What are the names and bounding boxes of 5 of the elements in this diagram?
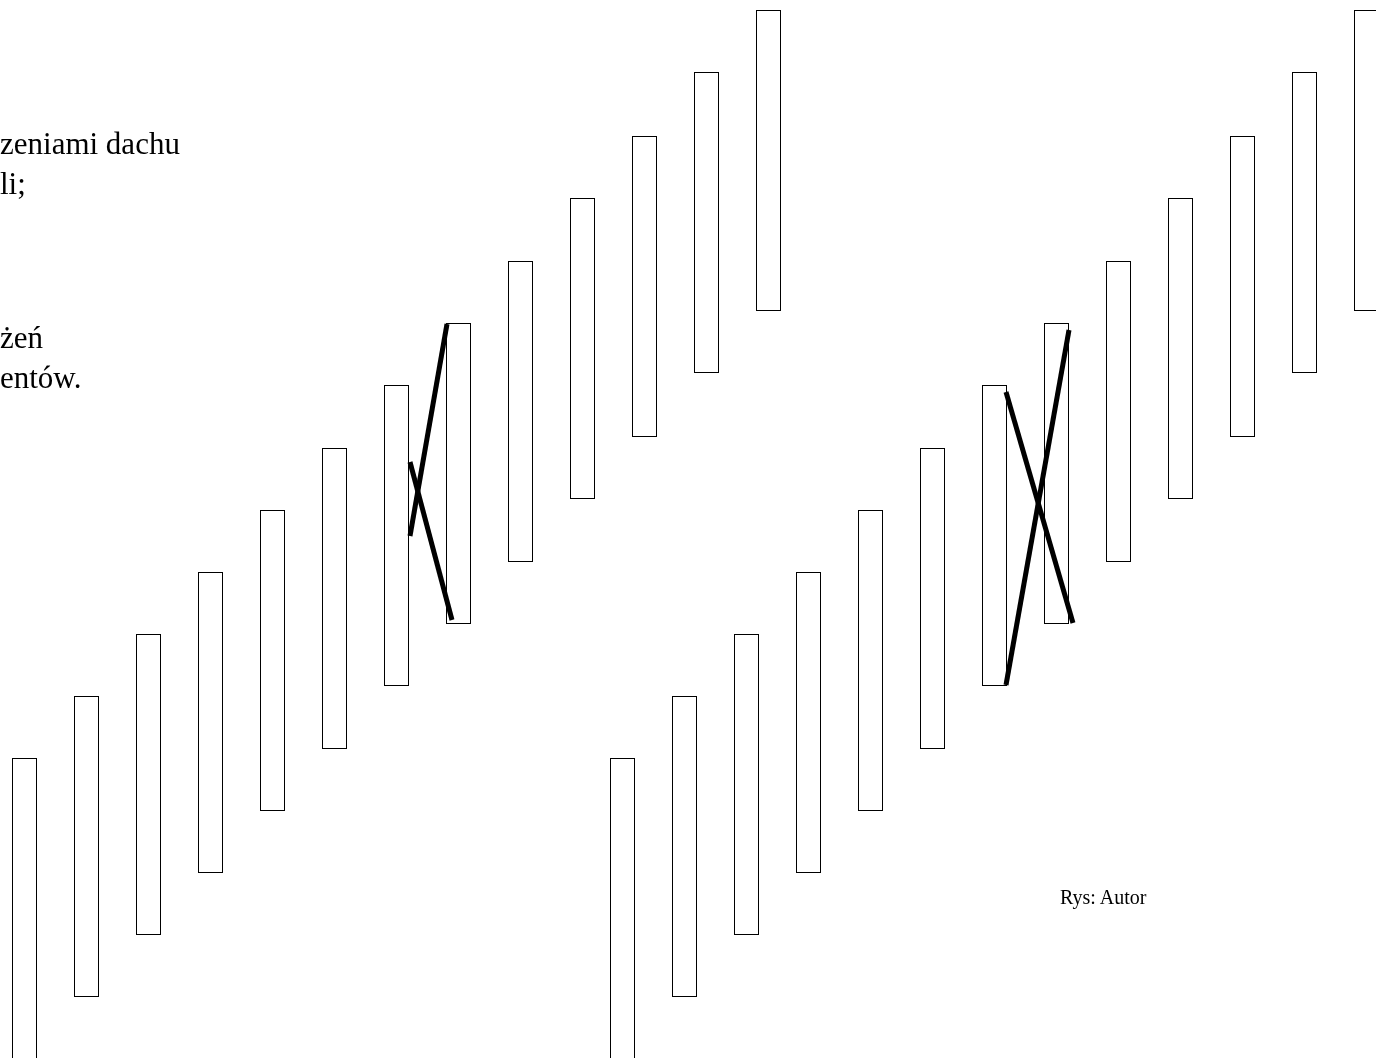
text-label: entów. bbox=[0, 362, 82, 393]
text-label: Rys: Autor bbox=[1060, 887, 1147, 907]
text-label: li; bbox=[0, 168, 26, 199]
text-label: żeń bbox=[0, 322, 44, 353]
text-label: zeniami dachu bbox=[0, 128, 180, 159]
